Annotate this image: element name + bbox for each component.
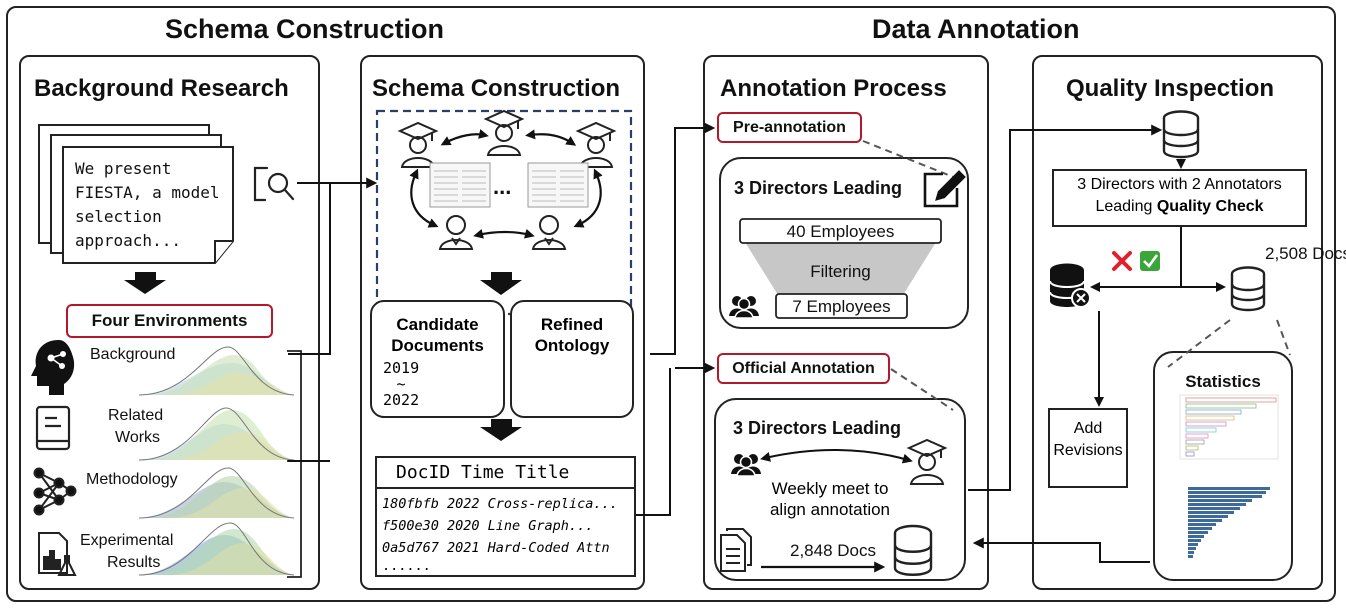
env-works: Works <box>115 429 161 446</box>
year-range: 2019 ~ 2022 <box>383 359 420 409</box>
statistics-title: Statistics <box>1185 372 1261 391</box>
add-revisions-box <box>1048 408 1128 488</box>
group-icon <box>729 296 759 319</box>
database-icon <box>1162 110 1200 159</box>
employees-7: 7 Employees <box>792 297 891 316</box>
graduate-icon <box>575 121 617 168</box>
annotation-graphics <box>720 140 966 576</box>
statistics-card <box>1153 351 1293 581</box>
refined-ontology-title: Refined Ontology <box>534 315 610 355</box>
add-revisions-text: Add Revisions <box>1053 420 1123 459</box>
quality-check-text: 3 Directors with 2 Annotators Leading Qu… <box>1077 176 1282 215</box>
magnifier-icon <box>253 166 295 202</box>
distribution-charts <box>138 346 295 576</box>
quality-graphics <box>1049 110 1291 558</box>
env-related: Related <box>108 407 164 424</box>
edit-icon <box>923 170 966 208</box>
background-research-graphics <box>31 124 302 578</box>
chart-flask-icon <box>38 532 77 576</box>
user-icon <box>531 215 567 250</box>
employees-40: 40 Employees <box>786 222 895 241</box>
candidate-documents-title: Candidate Documents <box>391 315 484 355</box>
ellipsis: ... <box>493 174 512 199</box>
outer-frame <box>6 6 1336 602</box>
annotation-process-title: Annotation Process <box>720 75 947 102</box>
documents-icon <box>720 528 752 572</box>
pre-directors-leading: 3 Directors Leading <box>734 178 903 198</box>
statistics-chart-bottom <box>1188 487 1270 558</box>
filter-funnel <box>743 239 938 295</box>
group-icon <box>731 454 761 477</box>
database-icon <box>893 524 933 576</box>
paper-thumbnail <box>429 162 491 208</box>
official-annotation-label: Official Annotation <box>717 353 890 384</box>
user-icon <box>438 215 474 250</box>
pre-annotation-label: Pre-annotation <box>717 112 862 143</box>
table-row: 0a5d767 2021 Hard-Coded Attn <box>382 540 610 556</box>
doc-text: We present FIESTA, a model selection app… <box>75 159 220 250</box>
weekly-meet-text: Weekly meet to align annotation <box>769 479 891 519</box>
data-annotation-header: Data Annotation <box>872 14 1080 44</box>
statistics-chart-top <box>1179 394 1279 460</box>
schema-construction-title: Schema Construction <box>372 75 621 102</box>
candidate-documents-card <box>370 300 505 418</box>
cross-icon <box>1112 251 1132 271</box>
env-results: Results <box>107 554 161 571</box>
refined-ontology-card <box>510 300 634 418</box>
table-row: f500e30 2020 Line Graph... <box>382 518 594 534</box>
arrow-down-icon <box>480 272 522 295</box>
arrow-down-icon <box>480 419 522 441</box>
doc-table-divider <box>375 487 636 489</box>
paper-stack-icon <box>38 124 234 264</box>
database-icon <box>1230 266 1266 312</box>
quality-inspection-title: Quality Inspection <box>1066 75 1275 102</box>
graduate-icon <box>483 109 525 156</box>
book-icon <box>35 405 71 451</box>
check-icon <box>1140 251 1160 271</box>
table-row-more: ...... <box>382 558 431 574</box>
database-rejected-icon <box>1049 263 1091 308</box>
doc-table-header: DocID Time Title <box>396 462 570 483</box>
table-row: 180fbfb 2022 Cross-replica... <box>382 496 618 512</box>
network-icon <box>33 467 77 516</box>
official-directors-leading: 3 Directors Leading <box>733 418 902 438</box>
env-methodology: Methodology <box>86 471 178 488</box>
filtering-label: Filtering <box>810 262 871 281</box>
env-background: Background <box>90 346 176 363</box>
arrow-down-icon <box>124 272 166 294</box>
annotation-docs-count: 2,848 Docs <box>790 541 876 560</box>
env-experimental: Experimental <box>80 532 174 549</box>
doc-table <box>375 456 636 577</box>
head-icon <box>31 340 75 395</box>
schema-construction-header: Schema Construction <box>165 14 445 44</box>
doc-table-rows: 180fbfb 2022 Cross-replica... f500e30 20… <box>382 493 618 573</box>
four-environments-label: Four Environments <box>66 304 273 338</box>
background-research-title: Background Research <box>34 75 289 102</box>
graduate-icon <box>906 438 948 485</box>
quality-check-box <box>1052 169 1307 227</box>
quality-docs-count: 2,508 Docs <box>1265 244 1346 263</box>
